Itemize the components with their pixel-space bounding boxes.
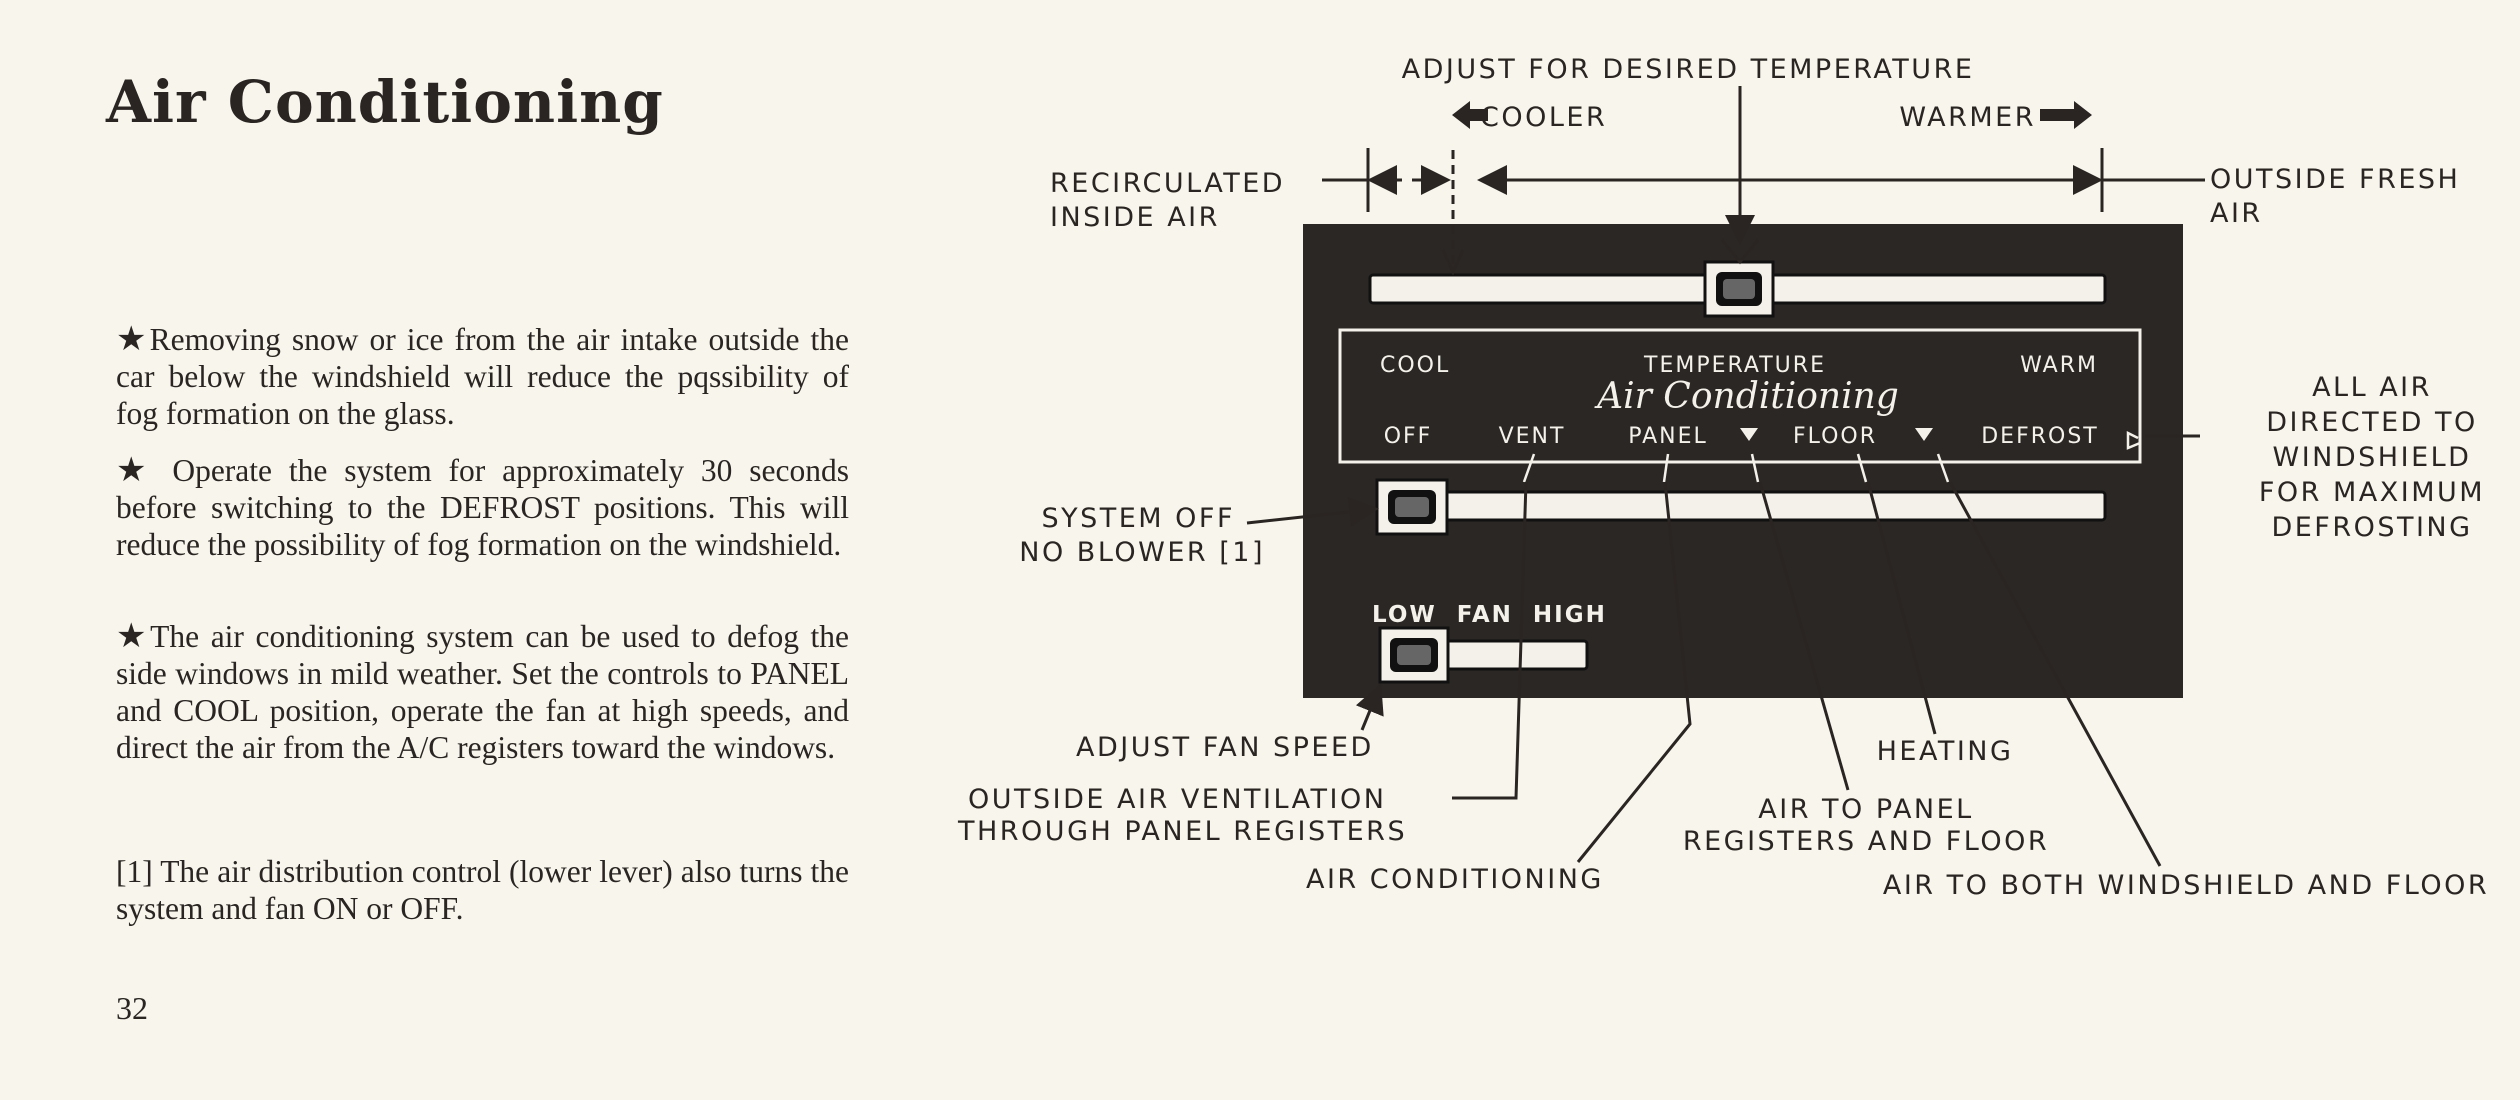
right-arrow-icon [2040, 101, 2092, 129]
warm-label: WARM [2020, 353, 2098, 378]
all-air-label-line5: DEFROSTING [2271, 512, 2472, 543]
fan-speed-label: LOW FAN HIGH [1372, 602, 1607, 628]
paragraph-text: Removing snow or ice from the air intake… [116, 322, 849, 431]
paragraph-text: Operate the system for approximately 30 … [116, 453, 850, 562]
footnote: [1] The air distribution control (lower … [116, 854, 849, 926]
air-distribution-slider-track[interactable] [1393, 490, 2107, 522]
star-icon: ★ [116, 321, 150, 358]
instruction-paragraph: ★The air conditioning system can be used… [116, 618, 849, 766]
all-air-label-line4: FOR MAXIMUM [2259, 477, 2485, 508]
air-to-panel-label-line2: REGISTERS AND FLOOR [1683, 826, 2049, 857]
air-conditioning-label: AIR CONDITIONING [1306, 864, 1604, 895]
instruction-paragraph: ★Removing snow or ice from the air intak… [116, 321, 849, 432]
all-air-label-line3: WINDSHIELD [2273, 442, 2472, 473]
warmer-label: WARMER [1899, 102, 2036, 133]
position-off-label: OFF [1384, 424, 1433, 449]
left-arrow-icon [1452, 101, 1488, 129]
air-to-panel-label-line1: AIR TO PANEL [1758, 794, 1973, 825]
triangle-marker-icon [1740, 428, 1758, 441]
system-off-label-line1: SYSTEM OFF [1041, 503, 1235, 534]
instruction-paragraph: ★ Operate the system for approximately 3… [116, 452, 849, 563]
system-off-label-line2: NO BLOWER [1] [1019, 537, 1265, 568]
outside-vent-label-line1: OUTSIDE AIR VENTILATION [968, 784, 1386, 815]
triangle-marker-icon [1915, 428, 1933, 441]
recirculated-label-line1: RECIRCULATED [1050, 168, 1285, 199]
position-vent-label: VENT [1499, 424, 1566, 449]
all-air-label-line2: DIRECTED TO [2266, 407, 2478, 438]
heating-label: HEATING [1877, 736, 2014, 767]
all-air-label-line1: ALL AIR [2312, 372, 2432, 403]
outside-vent-label-line2: THROUGH PANEL REGISTERS [957, 816, 1407, 847]
star-icon: ★ [116, 618, 151, 655]
temperature-lever-knob[interactable] [1703, 260, 1775, 318]
star-icon: ★ [116, 452, 156, 489]
paragraph-text: The air conditioning system can be used … [116, 619, 850, 765]
cool-label: COOL [1380, 353, 1450, 378]
temperature-label: TEMPERATURE [1643, 353, 1826, 378]
air-conditioning-script-label: Air Conditioning [1594, 376, 1899, 417]
air-to-both-label: AIR TO BOTH WINDSHIELD AND FLOOR [1883, 870, 2489, 901]
label-plate [1338, 328, 2142, 464]
recirculated-label-line2: INSIDE AIR [1050, 202, 1220, 233]
page-title: Air Conditioning [106, 68, 664, 136]
page-number: 32 [116, 990, 148, 1026]
position-panel-label: PANEL [1628, 424, 1708, 449]
outside-fresh-label-line2: AIR [2210, 198, 2263, 229]
position-defrost-label: DEFROST [1981, 424, 2099, 449]
outside-fresh-label-line1: OUTSIDE FRESH [2210, 164, 2460, 195]
air-distribution-lever-knob[interactable] [1375, 478, 1449, 536]
position-floor-label: FLOOR [1793, 424, 1877, 449]
adjust-fan-speed-label: ADJUST FAN SPEED [1076, 732, 1374, 763]
cooler-label: COOLER [1480, 102, 1607, 133]
fan-speed-lever-knob[interactable] [1378, 626, 1450, 684]
adjust-temperature-label: ADJUST FOR DESIRED TEMPERATURE [1402, 54, 1975, 85]
